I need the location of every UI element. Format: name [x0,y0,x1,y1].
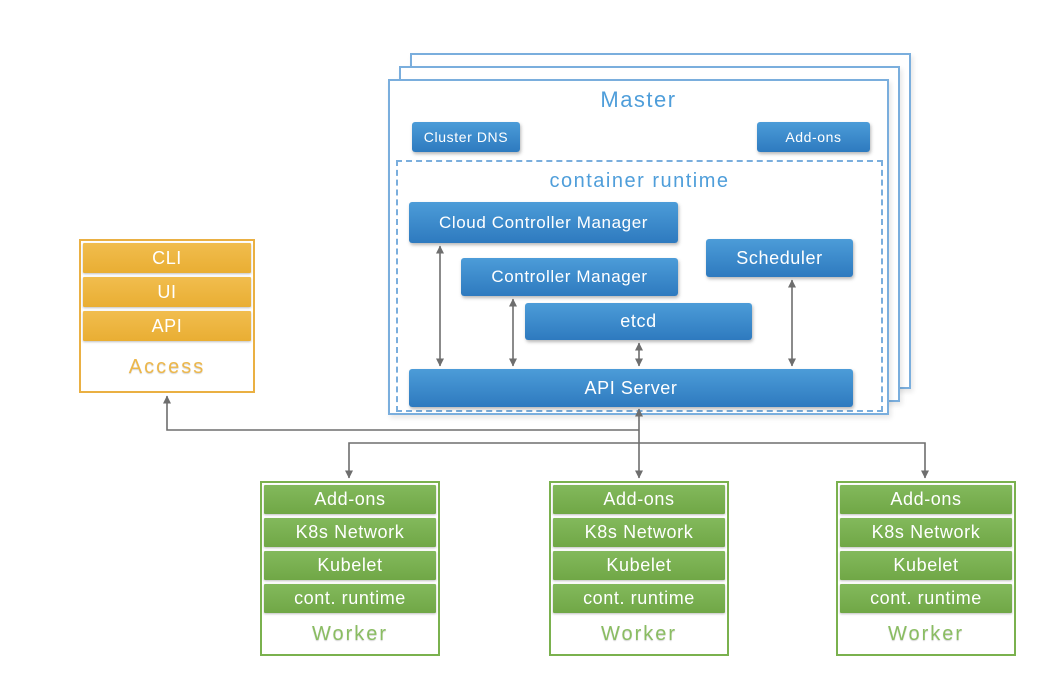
worker2-layer-cont-runtime: cont. runtime [553,584,725,613]
worker1-layer-addons: Add-ons [264,485,436,514]
master-title: Master [600,87,677,112]
worker3-layer-kubelet: Kubelet [840,551,1012,580]
api-server-box: API Server [409,369,853,407]
worker1-layer-cont-runtime: cont. runtime [264,584,436,613]
access-layer-ui: UI [83,277,251,307]
etcd-box: etcd [525,303,752,340]
controller-manager-box: Controller Manager [461,258,678,296]
worker2-label: Worker [553,617,725,652]
master-addons-box: Add-ons [757,122,870,152]
worker-stack-3: Add-ons K8s Network Kubelet cont. runtim… [836,481,1016,656]
arrow-api-server-workers-1-3 [345,442,929,479]
access-stack: CLI UI API Access [79,239,255,393]
cluster-dns-box: Cluster DNS [412,122,520,152]
worker3-layer-addons: Add-ons [840,485,1012,514]
worker1-label: Worker [264,617,436,652]
scheduler-box: Scheduler [706,239,853,277]
access-layer-cli: CLI [83,243,251,273]
container-runtime-title: container runtime [549,170,730,192]
worker2-layer-k8s-network: K8s Network [553,518,725,547]
worker1-layer-k8s-network: K8s Network [264,518,436,547]
worker-stack-2: Add-ons K8s Network Kubelet cont. runtim… [549,481,729,656]
access-label: Access [83,345,251,389]
worker3-layer-cont-runtime: cont. runtime [840,584,1012,613]
worker3-layer-k8s-network: K8s Network [840,518,1012,547]
worker2-layer-kubelet: Kubelet [553,551,725,580]
access-layer-api: API [83,311,251,341]
worker-stack-1: Add-ons K8s Network Kubelet cont. runtim… [260,481,440,656]
worker2-layer-addons: Add-ons [553,485,725,514]
worker1-layer-kubelet: Kubelet [264,551,436,580]
cloud-controller-manager-box: Cloud Controller Manager [409,202,678,243]
worker3-label: Worker [840,617,1012,652]
